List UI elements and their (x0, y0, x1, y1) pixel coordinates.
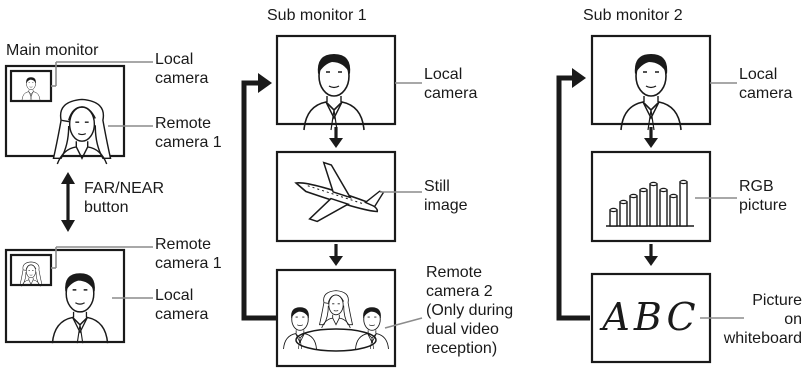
meeting-room-icon (283, 290, 389, 352)
sub-monitor-1-title: Sub monitor 1 (267, 7, 367, 24)
leader-sub1-remote2 (384, 317, 423, 329)
sub1-arrow-2 (329, 244, 343, 266)
main-monitor-title: Main monitor (6, 42, 99, 59)
far-near-double-arrow (61, 172, 75, 232)
sub1-local-camera-screen (275, 34, 397, 126)
sub1-arrow-1 (329, 127, 343, 148)
whiteboard-text-icon: ABC (599, 295, 699, 339)
sub2-arrow-1 (644, 127, 658, 148)
sub1-cycle-arrow (241, 73, 276, 321)
bar-chart-icon (606, 179, 694, 227)
sub2-cycle-arrow (556, 68, 590, 321)
sub2-arrow-2 (644, 244, 658, 266)
sub-monitor-2-title: Sub monitor 2 (583, 7, 683, 24)
sub2-whiteboard-screen (590, 272, 712, 364)
airplane-icon (294, 161, 385, 223)
